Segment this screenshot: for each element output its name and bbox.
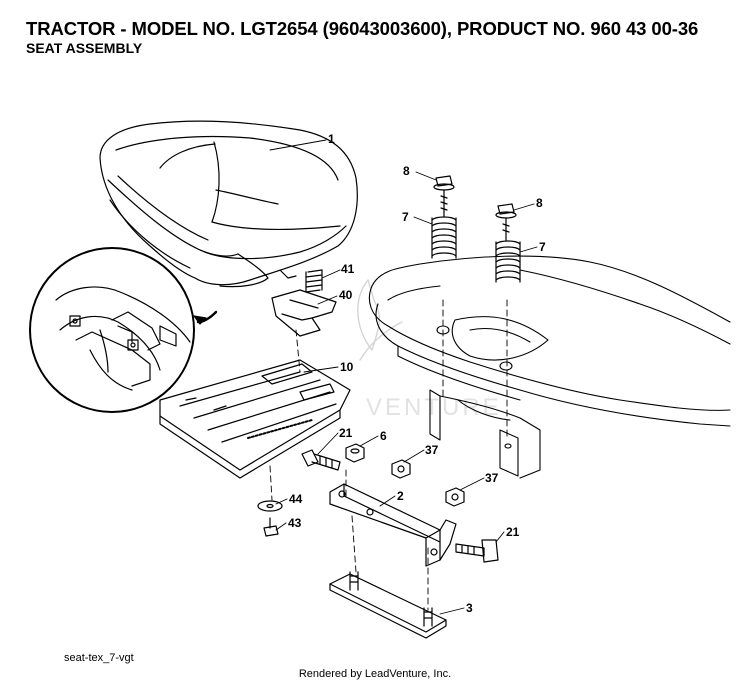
nut-37-lower bbox=[445, 487, 465, 507]
mounting-plate-3 bbox=[329, 571, 447, 639]
seat bbox=[99, 120, 358, 288]
nut-6 bbox=[345, 443, 365, 463]
bolt-21-right bbox=[455, 539, 499, 563]
footer-credit: Rendered by LeadVenture, Inc. bbox=[298, 668, 452, 680]
callout-7: 7 bbox=[402, 210, 409, 224]
nut-37-upper bbox=[391, 459, 411, 479]
seat-bracket-2 bbox=[329, 483, 457, 567]
page-title: TRACTOR - MODEL NO. LGT2654 (96043003600… bbox=[26, 18, 699, 39]
callout-7: 7 bbox=[539, 240, 546, 254]
callout-43: 43 bbox=[288, 516, 302, 530]
seat-pan bbox=[159, 359, 351, 479]
callout-44: 44 bbox=[289, 492, 303, 506]
callout-37: 37 bbox=[485, 471, 499, 485]
callout-40: 40 bbox=[339, 288, 353, 302]
bolt-8-left bbox=[433, 175, 455, 217]
bolt-43 bbox=[263, 517, 279, 537]
callout-2: 2 bbox=[397, 489, 404, 503]
drawing-code: seat-tex_7-vgt bbox=[64, 652, 134, 664]
callout-labels: 1 8 8 7 7 41 40 10 21 6 37 37 2 44 43 21… bbox=[288, 132, 546, 615]
washer-44 bbox=[257, 500, 283, 512]
latch-bracket-40 bbox=[271, 289, 337, 337]
callout-37: 37 bbox=[425, 443, 439, 457]
callout-3: 3 bbox=[466, 601, 473, 615]
callout-6: 6 bbox=[380, 429, 387, 443]
spring-41 bbox=[305, 269, 323, 293]
watermark-logo: VENTURE bbox=[357, 279, 502, 421]
callout-1: 1 bbox=[328, 132, 335, 146]
callout-41: 41 bbox=[341, 262, 355, 276]
bolt-8-right bbox=[495, 203, 517, 241]
section-title: SEAT ASSEMBLY bbox=[26, 40, 143, 56]
tractor-frame bbox=[368, 255, 731, 479]
bolt-21-left bbox=[301, 449, 341, 471]
callout-21: 21 bbox=[506, 525, 520, 539]
spring-7-left bbox=[431, 216, 457, 259]
callout-8: 8 bbox=[536, 196, 543, 210]
callout-8: 8 bbox=[403, 164, 410, 178]
callout-21: 21 bbox=[339, 426, 353, 440]
callout-10: 10 bbox=[340, 360, 354, 374]
svg-text:VENTURE: VENTURE bbox=[366, 394, 502, 421]
zoom-detail bbox=[29, 247, 218, 413]
assembly-centerlines bbox=[269, 299, 508, 611]
spring-7-right bbox=[495, 240, 521, 283]
leader-lines bbox=[269, 139, 538, 615]
